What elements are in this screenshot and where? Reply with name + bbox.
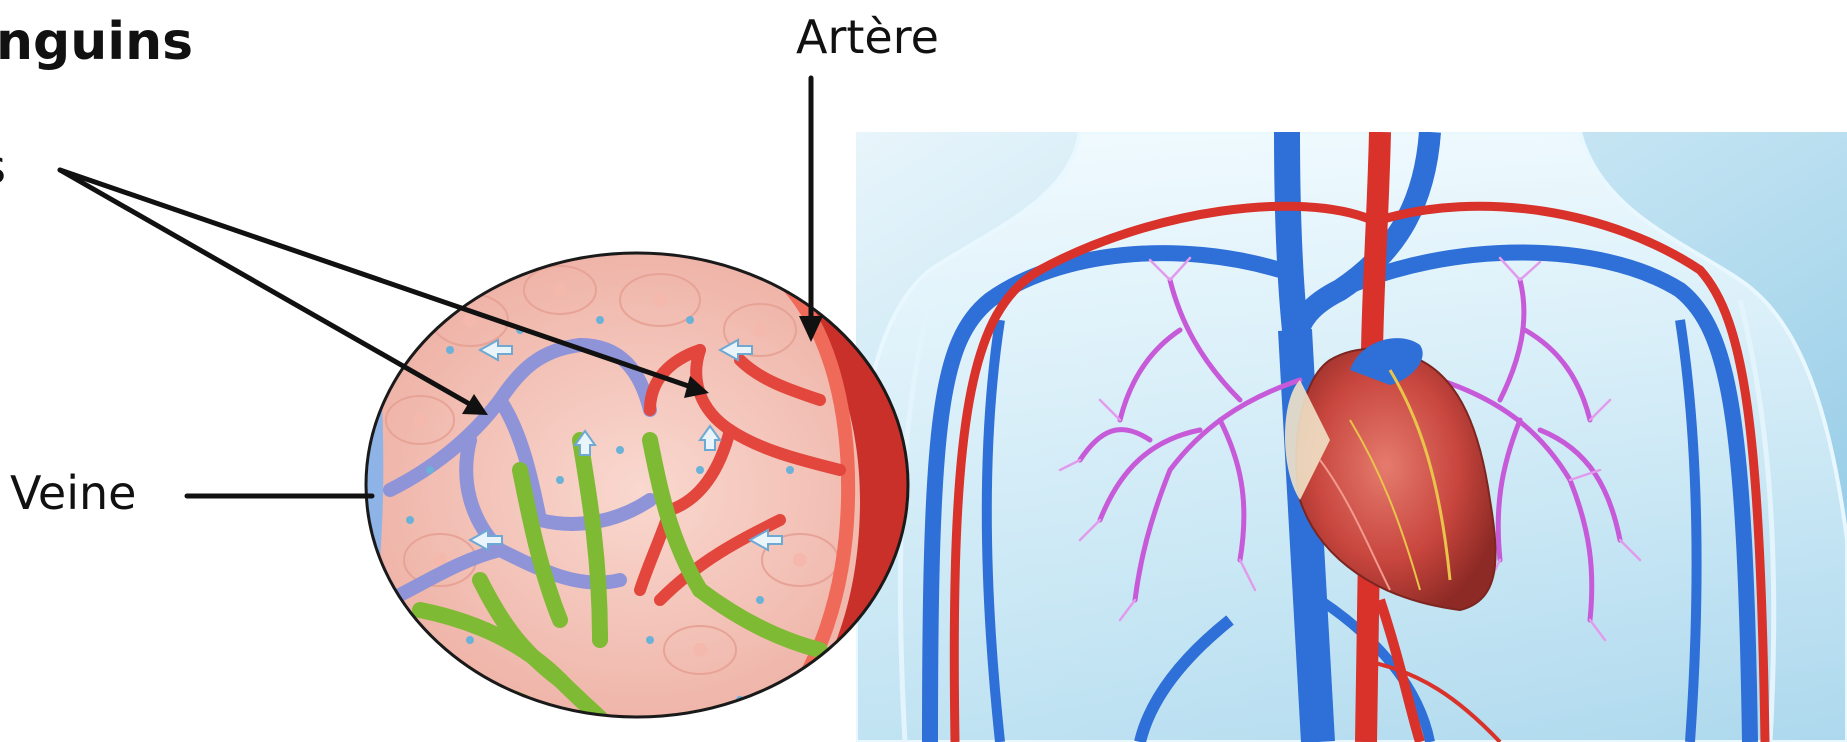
diagram-stage: nguins s Artère Veine: [0, 0, 1847, 742]
circulation-illustration-icon: [0, 0, 1847, 742]
